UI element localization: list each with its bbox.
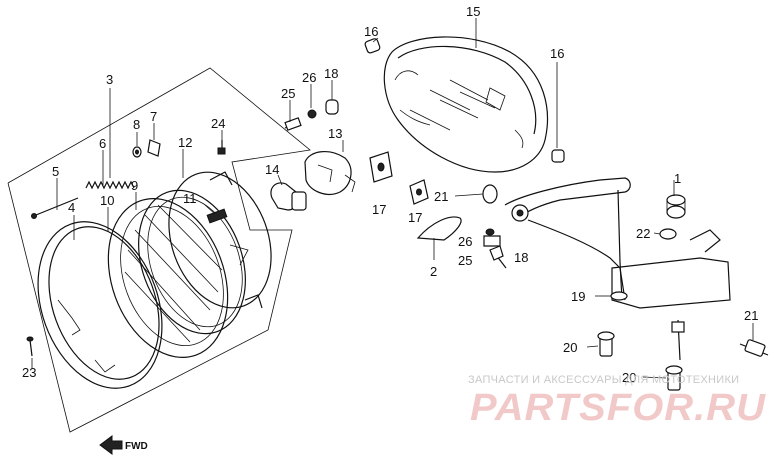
callout-26-upper: 26 [302, 70, 316, 85]
callout-17-left: 17 [372, 202, 386, 217]
headlight-lens [107, 198, 229, 358]
callout-18-lower: 18 [514, 250, 528, 265]
rubber-nut-upper [325, 99, 339, 115]
callout-12: 12 [178, 135, 192, 150]
callout-5: 5 [52, 164, 59, 179]
callout-10: 10 [100, 193, 114, 208]
fwd-arrow: FWD [99, 435, 148, 455]
adjusting-spring [85, 180, 135, 190]
callout-25-lower: 25 [458, 253, 472, 268]
callout-21-right: 21 [744, 308, 758, 323]
callout-2: 2 [430, 264, 437, 279]
callout-19: 19 [571, 289, 585, 304]
clip [147, 139, 161, 157]
callout-16-right: 16 [550, 46, 564, 61]
callout-18-upper: 18 [324, 66, 338, 81]
leader-lines [31, 18, 754, 379]
callout-23: 23 [22, 365, 36, 380]
grommet-left [369, 151, 393, 183]
washer-lower [485, 228, 495, 236]
bolt-lower [489, 245, 507, 269]
watermark-logo: PARTSFOR.RU [470, 387, 767, 429]
washer-upper [307, 109, 317, 119]
callout-3: 3 [106, 72, 113, 87]
callout-26-lower: 26 [458, 234, 472, 249]
screw [217, 140, 226, 155]
rubber-nut-lower [483, 235, 501, 247]
callout-labels: 1 2 3 4 5 6 7 8 9 10 11 12 13 14 15 16 1… [22, 4, 758, 385]
callout-4: 4 [68, 200, 75, 215]
collar-small [659, 228, 677, 240]
callout-21-left: 21 [434, 189, 448, 204]
callout-6: 6 [99, 136, 106, 151]
headlight-bulb [270, 182, 307, 211]
rubber-cushion [666, 194, 686, 219]
bulb-socket [304, 151, 356, 195]
fwd-label: FWD [125, 441, 148, 452]
callout-11: 11 [183, 191, 197, 206]
callout-13: 13 [328, 126, 342, 141]
inner-rim-holder [168, 171, 272, 309]
watermark: ЗАПЧАСТИ И АКСЕССУАРЫ ДЛЯ МОТОТЕХНИКИ PA… [468, 374, 767, 429]
rubber-mount-left [364, 38, 381, 54]
headlight-case [383, 36, 548, 173]
callout-15: 15 [466, 4, 480, 19]
callout-17-right: 17 [408, 210, 422, 225]
bolt-20-lower [665, 365, 683, 391]
bolt-21-right [739, 339, 769, 357]
callout-1: 1 [674, 171, 681, 186]
callout-22: 22 [636, 226, 650, 241]
callout-20-upper: 20 [563, 340, 577, 355]
callout-8: 8 [133, 117, 140, 132]
bolt-20-upper [597, 331, 615, 357]
grommet-right [409, 179, 429, 205]
assembly-bounding-box [7, 67, 311, 433]
callout-25-upper: 25 [281, 86, 295, 101]
callout-16-left: 16 [364, 24, 378, 39]
bolt-upper [284, 117, 302, 131]
reflector-bracket [416, 216, 462, 241]
screw-23 [26, 336, 34, 357]
nut [132, 146, 142, 158]
callout-20-lower: 20 [622, 370, 636, 385]
collar [482, 184, 498, 204]
callout-14: 14 [265, 162, 279, 177]
headlight-rim [37, 221, 163, 389]
bolt-stud [671, 319, 685, 361]
rubber-mount-right [551, 149, 565, 163]
watermark-tagline: ЗАПЧАСТИ И АКСЕССУАРЫ ДЛЯ МОТОТЕХНИКИ [468, 374, 739, 386]
callout-24: 24 [211, 116, 225, 131]
callout-9: 9 [131, 178, 138, 193]
headlight-stay [504, 177, 731, 309]
callout-7: 7 [150, 109, 157, 124]
